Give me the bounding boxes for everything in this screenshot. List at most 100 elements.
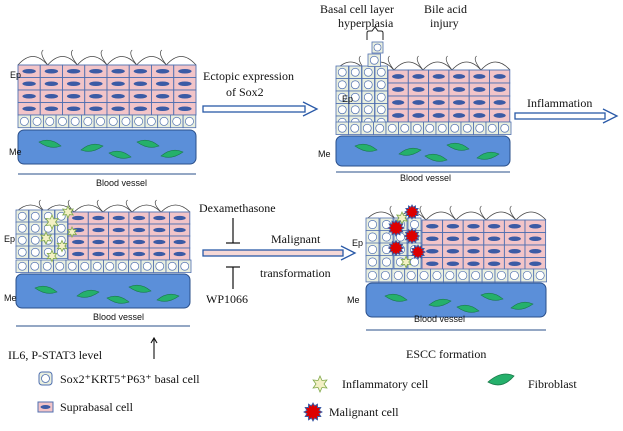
cell-nucleus (111, 81, 125, 86)
fibroblast-cell (156, 293, 180, 302)
basal-cell-nucleus (121, 116, 131, 126)
cell-nucleus (173, 215, 186, 221)
cell-nucleus (155, 69, 170, 74)
basal-cell-nucleus (167, 261, 177, 271)
basal-cell-nucleus (70, 116, 80, 126)
basal-cell-nucleus (17, 261, 27, 271)
arrow-malignant-transformation (202, 245, 357, 261)
basal-cell-nucleus (56, 223, 66, 233)
cell-nucleus (132, 227, 146, 233)
cell-nucleus (473, 74, 486, 79)
cell-nucleus (89, 69, 103, 74)
basal-cell-nucleus (337, 80, 347, 90)
basal-cell-nucleus (425, 123, 435, 133)
basal-cell-nucleus (367, 232, 378, 242)
inflammation-text: Inflammation (527, 96, 592, 110)
cell-nucleus (529, 224, 542, 229)
panel-escc (365, 204, 548, 331)
cap-fold (100, 49, 108, 66)
cap-fold (130, 49, 137, 66)
basal-cell-nucleus (450, 123, 460, 133)
basal-cell-nucleus (412, 123, 422, 133)
ep-label-3: Ep (4, 234, 15, 244)
inflammatory-cell (61, 205, 75, 219)
me-label-1: Me (9, 147, 22, 157)
cell-nucleus (432, 100, 445, 105)
legend-suprabasal-cell-icon (37, 401, 54, 413)
cell-nucleus (22, 94, 36, 99)
malignant-cell (387, 219, 405, 237)
fibroblast-cell (510, 301, 534, 310)
escc-formation-text: ESCC formation (406, 347, 486, 361)
cell-nucleus (44, 106, 59, 111)
cell-nucleus (112, 215, 125, 221)
cell-nucleus (92, 227, 105, 233)
basal-cell-nucleus (376, 105, 386, 115)
fibroblast-cell (76, 289, 100, 298)
cell-nucleus (155, 81, 170, 86)
basal-cell-nucleus (159, 116, 169, 126)
fibroblast-cell (128, 284, 152, 293)
fibroblast-cell (480, 292, 504, 301)
basal-cell-nucleus (522, 270, 532, 280)
cell-nucleus (112, 239, 125, 245)
basal-cell-nucleus (80, 261, 90, 271)
cell-nucleus (66, 81, 81, 86)
arrow-inflammation (514, 108, 619, 124)
basal-cell-nucleus (55, 261, 65, 271)
basal-cell-nucleus (363, 67, 373, 77)
cell-nucleus (493, 100, 506, 105)
basal-cell-nucleus (67, 261, 77, 271)
basal-cell-nucleus (462, 123, 472, 133)
transformation-text: transformation (260, 266, 331, 280)
basal-cell-nucleus (373, 43, 382, 52)
legend-suprabasal-cell-label: Suprabasal cell (60, 400, 134, 414)
fibroblast-cell (398, 147, 422, 156)
cell-nucleus (89, 106, 103, 111)
cell-nucleus (111, 94, 125, 99)
fibroblast-cell (34, 285, 58, 294)
malignant-cell (303, 402, 323, 422)
fibroblast-cell (106, 295, 130, 304)
cell-nucleus (89, 81, 103, 86)
inflammatory-cell (45, 214, 59, 230)
cell-nucleus (22, 69, 36, 74)
cell-nucleus (22, 81, 36, 86)
cell-nucleus (173, 227, 186, 233)
fibroblast-cell (80, 143, 104, 152)
cell-nucleus (426, 224, 439, 229)
stroma-band (17, 129, 197, 165)
ectopic-text-2: of Sox2 (226, 85, 264, 99)
cell-nucleus (426, 249, 439, 254)
malignant-text: Malignant (271, 232, 321, 246)
cell-nucleus (487, 249, 501, 254)
basal-cell-nucleus (367, 244, 378, 255)
cell-nucleus (508, 249, 521, 254)
cell-nucleus (412, 87, 425, 92)
legend: Sox2⁺KRT5⁺P63⁺ basal cell Suprabasal cel… (37, 371, 577, 422)
basal-cell-nucleus (432, 270, 442, 280)
fibroblast-cell (446, 142, 470, 151)
cell-nucleus (111, 69, 125, 74)
inflammatory-cell (56, 239, 68, 253)
cell-nucleus (178, 94, 192, 99)
basal-cell-nucleus (363, 80, 373, 90)
cell-nucleus (412, 113, 425, 118)
cell-nucleus (426, 236, 439, 241)
cell-nucleus (66, 106, 81, 111)
legend-malignant-cell-label: Malignant cell (329, 405, 399, 419)
basal-cell-nucleus (363, 105, 373, 115)
basal-cell-nucleus (337, 123, 347, 133)
basal-cell-nucleus (96, 116, 105, 126)
basal-cell-nucleus (375, 123, 385, 133)
cell-nucleus (72, 215, 85, 221)
basal-cell-nucleus (146, 116, 156, 126)
basal-cell-nucleus (400, 123, 410, 133)
basal-cell-nucleus (30, 261, 40, 271)
legend-inflammatory-cell-icon (312, 375, 328, 393)
cell-nucleus (112, 251, 125, 257)
cell-nucleus (473, 100, 486, 105)
cap-fold (479, 205, 487, 221)
fibroblast-cell (354, 143, 378, 152)
